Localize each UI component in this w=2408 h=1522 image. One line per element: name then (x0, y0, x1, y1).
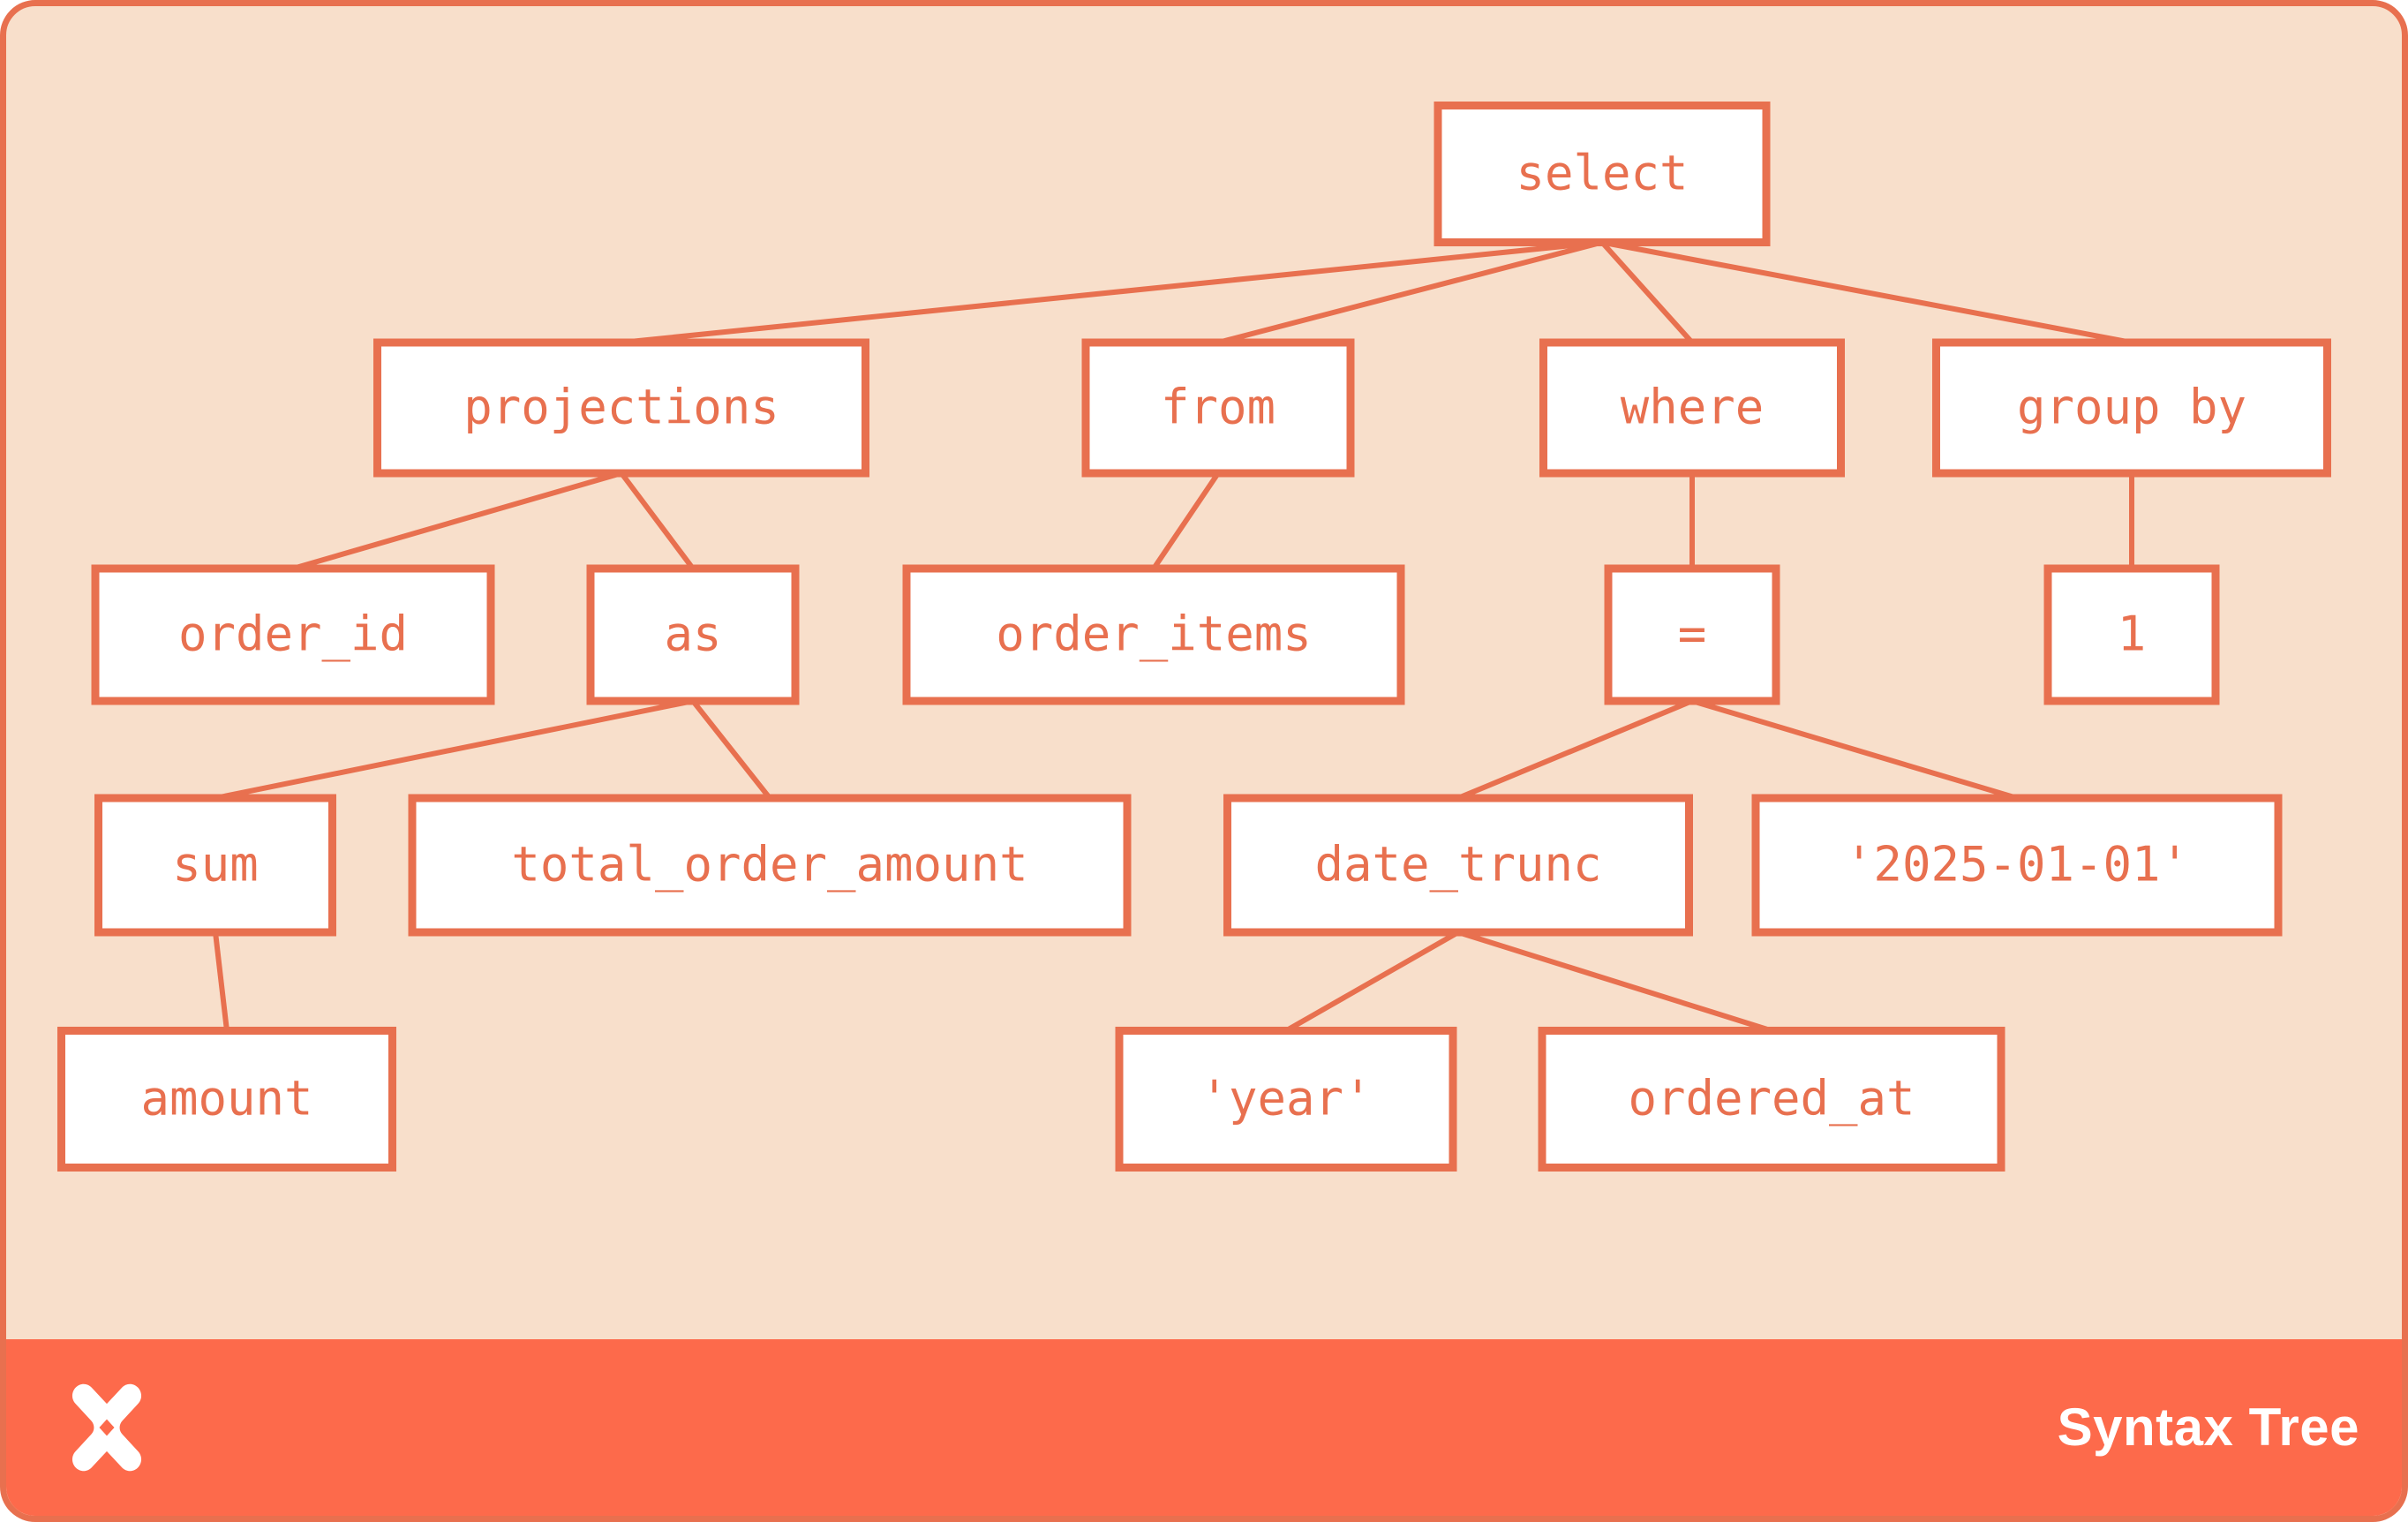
tree-node-label: amount (140, 1071, 312, 1126)
tree-node-order_id[interactable]: order_id (91, 564, 495, 705)
tree-edge (292, 471, 622, 571)
tree-node-order_items[interactable]: order_items (902, 564, 1405, 705)
tree-edge (1691, 698, 2018, 801)
tree-node-box (1751, 794, 2283, 937)
tree-node-box (94, 794, 336, 937)
tree-node-one[interactable]: 1 (2043, 564, 2220, 705)
tree-edge (1599, 240, 1695, 345)
tree-node-label: as (664, 607, 721, 662)
tree-node-box (1223, 794, 1693, 937)
tree-node-box (91, 564, 495, 705)
tree-node-label: 'year' (1200, 1071, 1372, 1126)
tree-edge (690, 699, 772, 800)
x-star-logo-icon (71, 1383, 142, 1472)
tree-node-box (1932, 338, 2331, 478)
edges-layer (213, 239, 2134, 1034)
tree-node-label: projections (463, 380, 779, 435)
tree-edge (1217, 239, 1603, 345)
syntax-tree-graphic: select projections from where group by order_… (57, 102, 2331, 1172)
tree-edge (213, 931, 230, 1031)
tree-node-date_literal[interactable]: '2025-01-01' (1751, 794, 2283, 937)
tree-node-box (373, 338, 869, 478)
tree-edge (1284, 930, 1460, 1034)
tree-node-box (1539, 338, 1845, 478)
tree-node-box (1081, 338, 1355, 478)
tree-node-from[interactable]: from (1081, 338, 1355, 478)
tree-node-label: ordered_at (1628, 1071, 1915, 1126)
tree-node-label: total_order_amount (511, 837, 1027, 893)
tree-edge (619, 471, 696, 570)
tree-node-equals[interactable]: = (1604, 564, 1780, 705)
diagram-title: Syntax Tree (2057, 1398, 2359, 1457)
tree-node-label: from (1161, 380, 1275, 435)
tree-node-box (2043, 564, 2220, 705)
tree-node-group_by[interactable]: group by (1932, 338, 2331, 478)
tree-node-year_literal[interactable]: 'year' (1115, 1027, 1457, 1172)
tree-node-label: order_items (996, 607, 1312, 662)
tree-node-label: '2025-01-01' (1845, 837, 2189, 893)
tree-node-label: 1 (2118, 607, 2147, 662)
tree-node-box (1434, 102, 1771, 246)
tree-node-label: sum (172, 837, 259, 893)
tree-node-amount[interactable]: amount (57, 1027, 396, 1172)
tree-edge (1601, 239, 2133, 345)
tree-node-box (586, 564, 800, 705)
footer-bar: Syntax Tree (6, 1339, 2402, 1516)
tree-node-ordered_at[interactable]: ordered_at (1538, 1027, 2005, 1172)
tree-node-box (1115, 1027, 1457, 1172)
tree-edge (1151, 471, 1221, 570)
tree-node-box (902, 564, 1405, 705)
tree-node-label: select (1516, 146, 1688, 201)
tree-node-sum[interactable]: sum (94, 794, 336, 937)
tree-node-box (1538, 1027, 2005, 1172)
tree-node-select[interactable]: select (1434, 102, 1771, 246)
tree-edge (1456, 698, 1694, 801)
tree-node-label: group by (2017, 380, 2246, 435)
tree-edge (621, 239, 1603, 345)
tree-edge (214, 698, 694, 801)
tree-node-label: = (1678, 607, 1707, 662)
nodes-layer: select projections from where group by order_… (57, 102, 2331, 1172)
tree-node-box (1604, 564, 1780, 705)
tree-node-where[interactable]: where (1539, 338, 1845, 478)
tree-edge (1457, 930, 1772, 1034)
tree-node-box (57, 1027, 396, 1172)
tree-node-box (408, 794, 1132, 937)
tree-node-date_trunc[interactable]: date_trunc (1223, 794, 1693, 937)
tree-node-label: where (1621, 380, 1765, 435)
tree-node-projections[interactable]: projections (373, 338, 869, 478)
tree-canvas: select projections from where group by order_… (6, 6, 2402, 1352)
tree-node-label: date_trunc (1314, 837, 1601, 893)
tree-node-as[interactable]: as (586, 564, 800, 705)
tree-node-total_order_amount[interactable]: total_order_amount (408, 794, 1132, 937)
tree-node-label: order_id (178, 607, 408, 662)
